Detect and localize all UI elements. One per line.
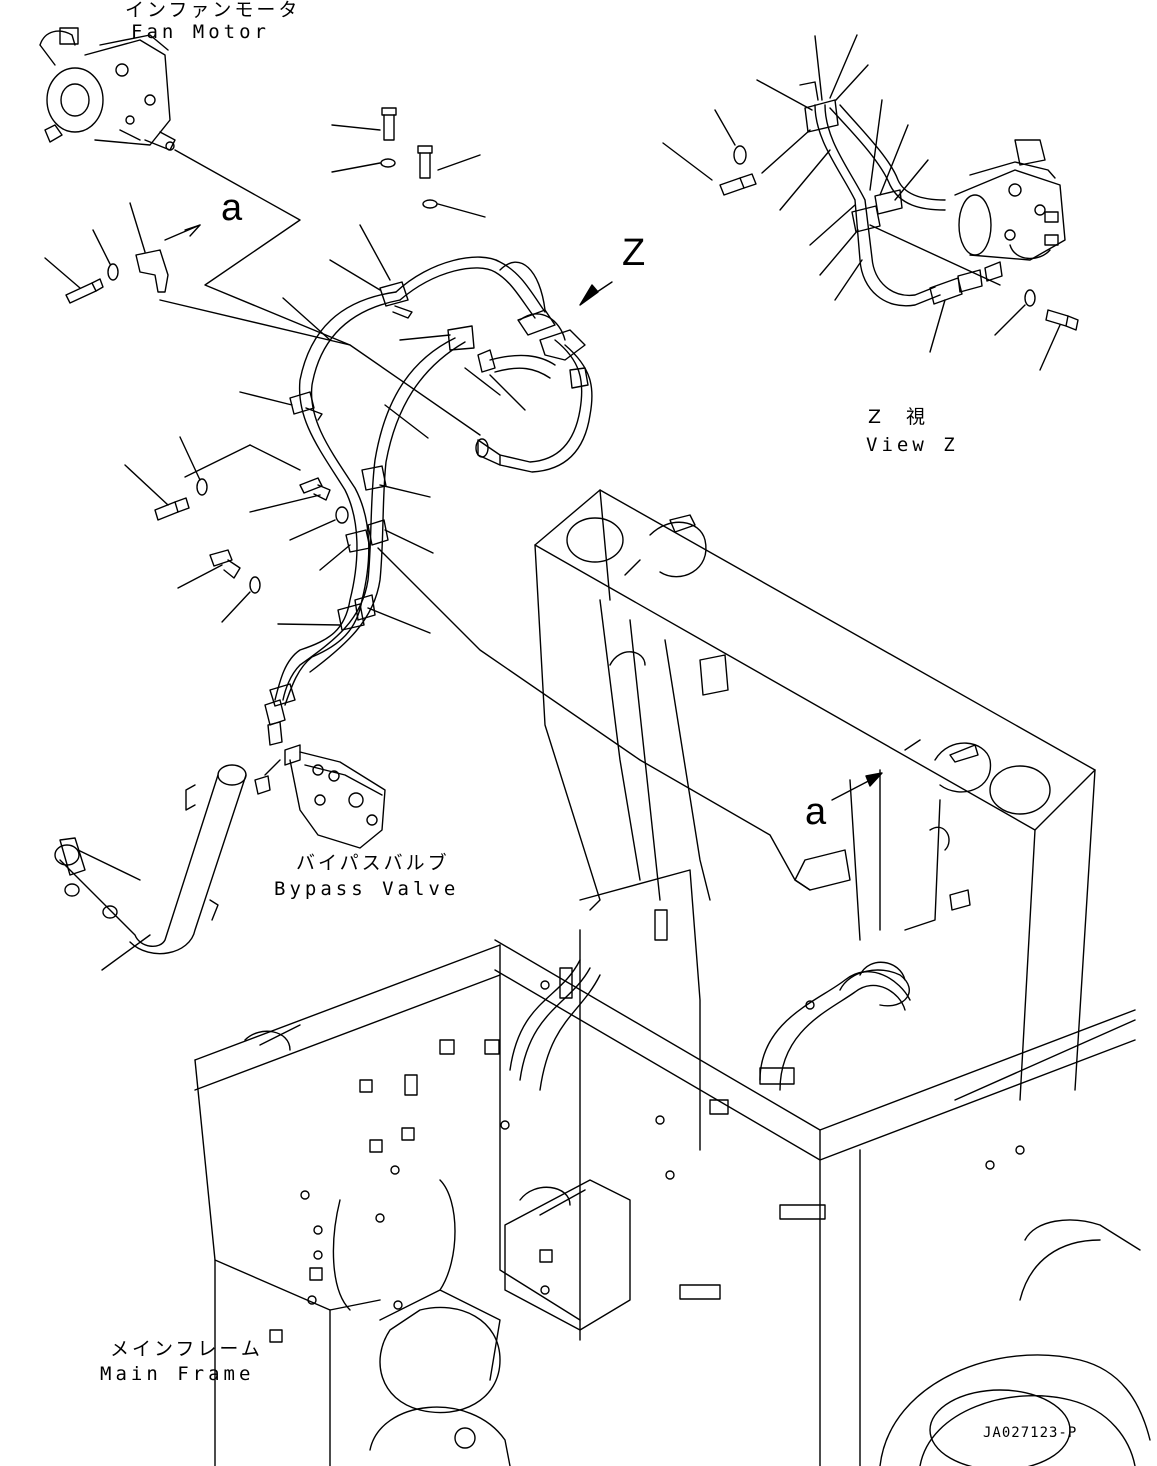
main-frame-label-en: Main Frame: [100, 1363, 255, 1385]
arrow-icon: [831, 772, 883, 801]
washer-icon: [714, 109, 1036, 336]
ref-letter-a-top: a: [221, 187, 243, 229]
fan-motor-label-ja: インファンモータ: [125, 0, 301, 21]
arrow-icon: [579, 281, 613, 306]
fan-motor-label-en: Fan Motor: [131, 21, 270, 43]
bolt-icon: [662, 142, 1079, 371]
view-z-label-en: View Z: [866, 434, 959, 456]
bolt-icon: [124, 107, 481, 589]
bypass-valve-label-ja: バイパスバルブ: [296, 852, 450, 874]
bolt-icon: [44, 257, 104, 304]
washer-icon: [92, 229, 119, 281]
washer-icon: [179, 158, 486, 623]
ref-letter-a-frame: a: [805, 791, 827, 833]
hose-icon: [54, 764, 247, 971]
drawing-code: JA027123-P: [983, 1425, 1078, 1441]
fan-motor-icon: [954, 139, 1066, 261]
clamp-icon: [129, 202, 201, 293]
main-frame-label-ja: メインフレーム: [110, 1338, 263, 1360]
bypass-valve-label-en: Bypass Valve: [274, 878, 460, 900]
fan-motor-icon: [39, 27, 176, 151]
hose-icon: [264, 256, 593, 746]
view-z-marker: Z: [622, 232, 646, 274]
bypass-valve-icon: [254, 744, 386, 849]
main-frame-icon: [194, 489, 1151, 1466]
view-z-label-ja: Z 視: [868, 406, 929, 428]
